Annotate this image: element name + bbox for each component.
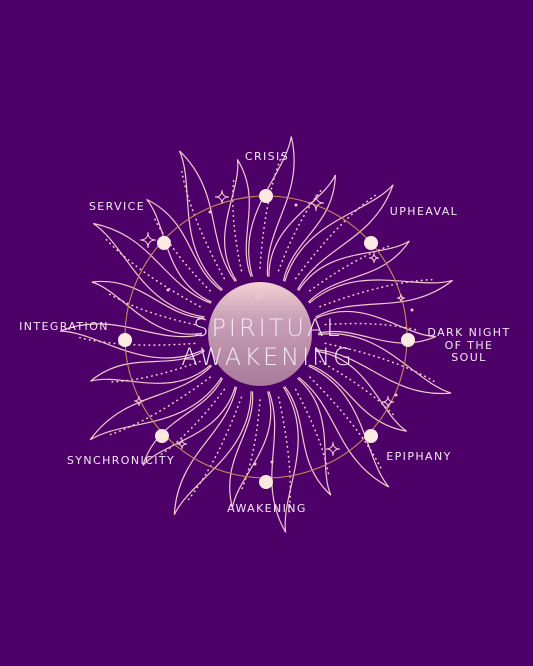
sun-ray-dots: [319, 278, 433, 308]
orbit-planet-dot: [364, 429, 378, 443]
orbit-planet-dot: [155, 429, 169, 443]
sun-ray-dots: [324, 322, 421, 332]
stage-label-crisis: CRISIS: [244, 150, 290, 163]
sparkle-star: [325, 441, 341, 457]
sun-ray: [308, 350, 408, 432]
sun-ray: [59, 323, 205, 359]
sparkle-star: [396, 293, 406, 303]
center-title-line-1: SPIRITUAL: [193, 314, 343, 342]
sun-ray: [297, 240, 410, 303]
sun-ray: [224, 159, 252, 282]
sun-ray: [173, 386, 252, 515]
stage-label-service: SERVICE: [88, 200, 146, 213]
sparkle-star: [307, 194, 325, 212]
sun-ray-dots: [187, 396, 243, 501]
small-star-dot: [208, 210, 212, 214]
sparkle-star: [252, 290, 264, 302]
stage-label-synchronicity: SYNCHRONICITY: [66, 454, 176, 467]
sparkle-stars-icon: [133, 189, 414, 466]
sparkle-star: [368, 252, 380, 264]
moon-disc: [208, 282, 312, 386]
sun-ray: [178, 150, 236, 291]
orbit-planet-dot: [401, 333, 415, 347]
stage-label-awakening: AWAKENING: [227, 502, 307, 515]
sparkle-star: [214, 189, 230, 205]
orbit-planet-dot: [259, 189, 273, 203]
sun-ray: [284, 377, 332, 496]
sun-ray-dots: [294, 388, 331, 479]
sun-ray-dots: [259, 154, 283, 269]
orbit-planet-dot: [157, 236, 171, 250]
small-star-dot: [410, 308, 414, 312]
sun-ray: [89, 365, 223, 441]
orbit-planets: [118, 189, 415, 489]
sun-ray: [268, 386, 299, 533]
sun-ray: [229, 391, 272, 508]
sun-ray-dots: [277, 186, 325, 272]
stage-label-upheaval: UPHEAVAL: [389, 205, 459, 218]
sun-rays: [59, 136, 454, 533]
sun-ray-dots: [324, 342, 435, 382]
sun-ray-dots: [309, 376, 382, 469]
orbit-planet-dot: [118, 333, 132, 347]
sun-ray-dots: [79, 336, 196, 346]
sun-ray-dots: [239, 399, 261, 494]
sun-ray: [142, 378, 236, 466]
small-star-dot: [166, 288, 170, 292]
sun-ray: [91, 280, 205, 335]
sun-ray-dots: [319, 360, 397, 419]
sun-ray-dots: [107, 360, 201, 383]
sun-ray-dots: [294, 194, 376, 280]
orbit-planet-dot: [364, 236, 378, 250]
sparkle-star: [139, 231, 157, 249]
sun-ray-dots: [277, 396, 292, 513]
sun-ray-dots: [152, 214, 211, 292]
sun-ray: [90, 350, 212, 384]
sun-ray: [315, 333, 452, 395]
sun-ray: [315, 310, 437, 344]
sun-ray-dots: [309, 244, 394, 292]
sun-ray: [298, 365, 390, 488]
stage-label-epiphany: EPIPHANY: [386, 450, 452, 463]
stage-label-dark-night-of-the-soul: DARK NIGHT OF THE SOUL: [427, 326, 511, 364]
sun-ray-dots: [232, 175, 243, 272]
small-star-dot: [270, 460, 274, 464]
sun-ray: [284, 184, 394, 291]
sun-ray-dots: [181, 170, 226, 280]
sparkle-star: [381, 395, 395, 409]
sun-ray: [268, 174, 336, 282]
stage-label-integration: INTEGRATION: [19, 320, 109, 333]
sparkle-star: [133, 395, 145, 407]
sun-ray-dots: [105, 291, 196, 326]
sparkle-star: [176, 438, 188, 450]
sun-ray: [146, 198, 222, 303]
small-star-dot: [253, 462, 257, 466]
small-star-dot: [394, 393, 398, 397]
small-star-dot: [294, 203, 298, 207]
sun-ray: [248, 136, 295, 277]
orbit-planet-dot: [259, 475, 273, 489]
sun-ray-dots: [157, 388, 226, 458]
sun-ray-dots: [109, 376, 211, 436]
center-title-line-2: AWAKENING: [181, 343, 355, 371]
sun-ray: [92, 222, 212, 318]
sun-ray: [308, 279, 454, 318]
sun-ray-dots: [105, 238, 201, 308]
